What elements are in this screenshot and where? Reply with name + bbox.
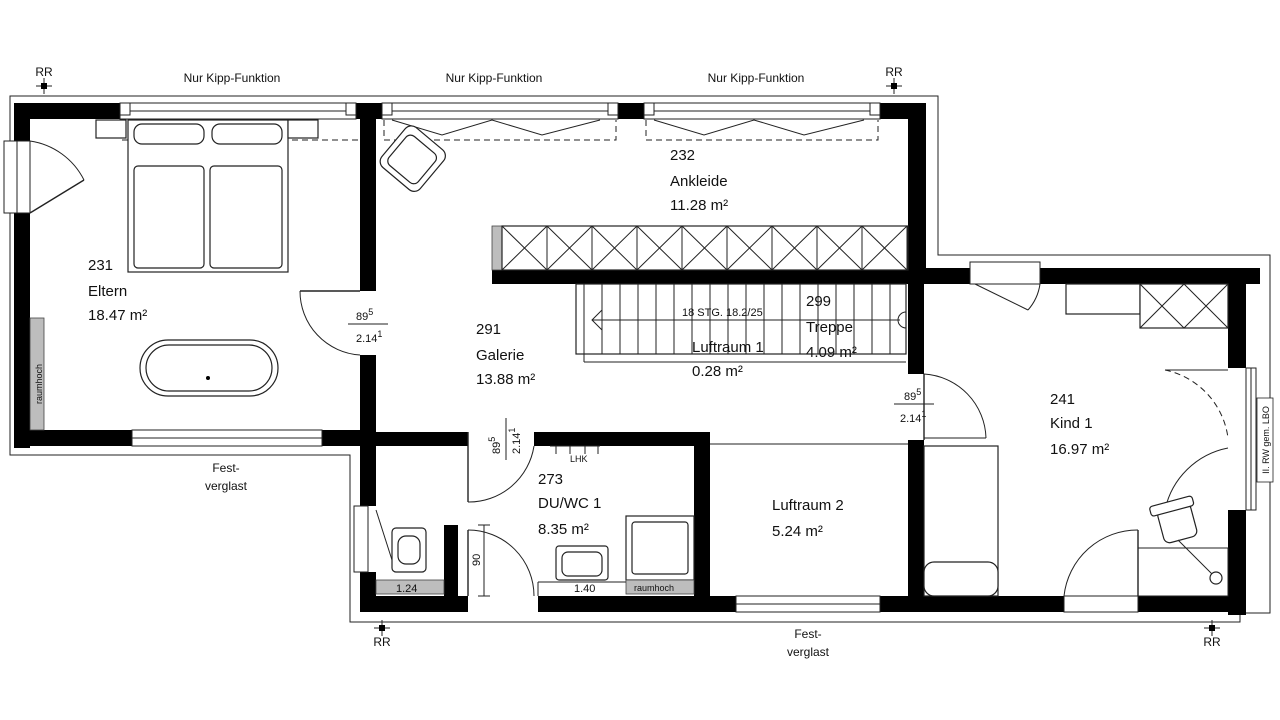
room-area: 11.28 m² [670, 197, 728, 214]
window-note-kipp: Nur Kipp-Funktion [708, 71, 805, 85]
kind-furniture [923, 283, 1229, 597]
room-area: 18.47 m² [88, 307, 147, 324]
door-width: 895 [904, 387, 921, 403]
cabinet-cross [726, 225, 773, 271]
dim-90: 90 [471, 554, 483, 566]
room-number: 231 [88, 257, 113, 274]
rr-label: RR [35, 65, 53, 79]
rr-label: RR [1203, 635, 1221, 649]
door-width: 895 [356, 307, 373, 323]
cabinet-cross [681, 225, 728, 271]
raumhoch-label: raumhoch [34, 364, 44, 404]
dim-1-40: 1.40 [574, 583, 595, 595]
room-number: 273 [538, 471, 563, 488]
window-note-fest-1: Fest- [794, 627, 821, 641]
room-number: 241 [1050, 391, 1075, 408]
cabinet-cross [546, 225, 593, 271]
window-note-fest-1: Fest- [212, 461, 239, 475]
labels: RR RR RR RR Nur Kipp-Funktion Nur Kipp-F… [34, 65, 1274, 659]
room-area: 16.97 m² [1050, 441, 1109, 458]
cabinet-cross [636, 225, 683, 271]
window-note-fest-2: verglast [787, 645, 830, 659]
cabinet-cross [816, 225, 863, 271]
door-height: 2.141 [356, 329, 382, 345]
door-width: 895 [487, 437, 503, 454]
rr-markers [36, 78, 1220, 636]
dim-1-24: 1.24 [396, 583, 417, 595]
room-name: Treppe [806, 319, 853, 336]
room-name: Eltern [88, 283, 127, 300]
cabinet-cross [501, 225, 548, 271]
rr-label: RR [885, 65, 903, 79]
cabinet-cross-marks [501, 225, 908, 271]
room-name: Ankleide [670, 173, 728, 190]
window-note-kipp: Nur Kipp-Funktion [446, 71, 543, 85]
rr-label: RR [373, 635, 391, 649]
room-name: Kind 1 [1050, 415, 1093, 432]
stair-label: 18 STG. 18.2/25 [682, 307, 763, 319]
room-name: Luftraum 2 [772, 497, 844, 514]
stair-steps [601, 284, 891, 354]
room-name: Luftraum 1 [692, 339, 764, 356]
room-number: 232 [670, 147, 695, 164]
room-area: 4.09 m² [806, 344, 857, 361]
doors [29, 140, 1229, 597]
stair-arrow [591, 308, 907, 332]
walls [14, 103, 1260, 615]
room-name: Galerie [476, 347, 524, 364]
room-name: DU/WC 1 [538, 495, 601, 512]
room-area: 13.88 m² [476, 371, 535, 388]
window-note-kipp: Nur Kipp-Funktion [184, 71, 281, 85]
room-number: 291 [476, 321, 501, 338]
dimension-lines [348, 323, 934, 597]
room-area: 8.35 m² [538, 521, 589, 538]
cabinet-cross [771, 225, 818, 271]
lhk-label: LHK [570, 454, 588, 464]
window-note-fest-2: verglast [205, 479, 248, 493]
cabinet-cross [861, 225, 908, 271]
raumhoch-label: raumhoch [634, 583, 674, 593]
bath-fixtures [375, 443, 908, 596]
room-area: 0.28 m² [692, 363, 743, 380]
room-area: 5.24 m² [772, 523, 823, 540]
windows [3, 102, 1257, 613]
window-note-rw: II. RW gem. LBO [1261, 406, 1271, 474]
cabinet-cross [591, 225, 638, 271]
door-height: 2.141 [507, 428, 523, 454]
room-number: 299 [806, 293, 831, 310]
door-height: 2.141 [900, 409, 926, 425]
